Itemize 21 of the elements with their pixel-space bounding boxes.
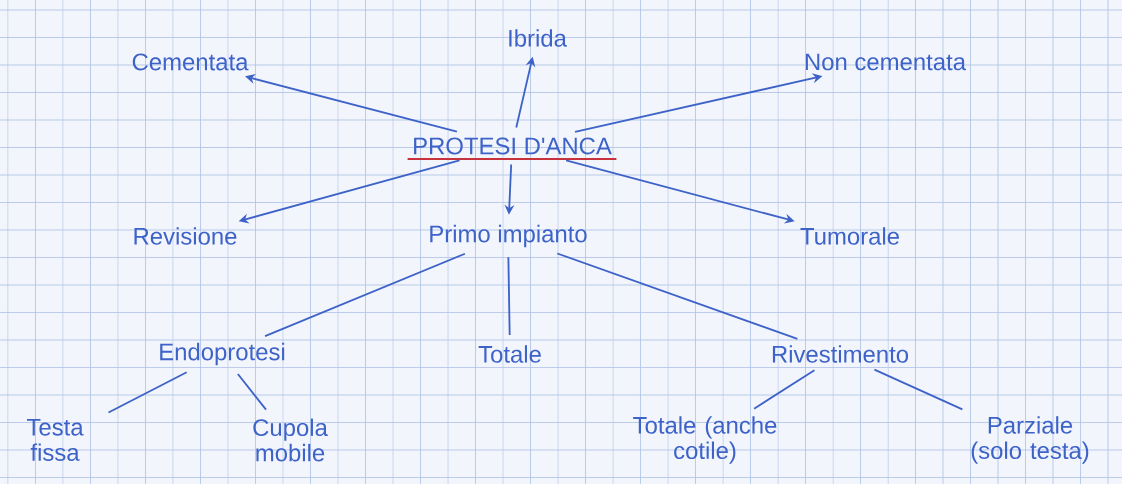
node-text: Endoprotesi xyxy=(160,342,285,366)
node-text: Rivestimento xyxy=(772,345,909,363)
node-text: Cupola mobile xyxy=(253,418,328,462)
connector-line xyxy=(873,368,964,411)
connector-line xyxy=(556,252,799,340)
node-text: Cementata xyxy=(132,53,249,71)
node-text: Non cementata xyxy=(805,53,966,71)
connector-line xyxy=(507,256,511,336)
underlined-title: PROTESI D'ANCA xyxy=(406,137,618,160)
connector-line xyxy=(264,252,466,338)
node-text: Totale xyxy=(478,345,541,363)
node-text: Testa fissa xyxy=(27,419,84,461)
node-text: Tumorale xyxy=(800,227,899,245)
node-text: Parziale (solo testa) xyxy=(971,416,1089,464)
node-text: Primo impianto xyxy=(430,224,587,248)
node-text: Ibrida xyxy=(509,29,567,47)
node-text: Totale (anche cotile) xyxy=(633,416,777,464)
connector-line xyxy=(753,369,816,410)
connector-line xyxy=(107,371,188,414)
node-text: Revisione xyxy=(134,227,237,245)
connector-line xyxy=(236,373,267,411)
